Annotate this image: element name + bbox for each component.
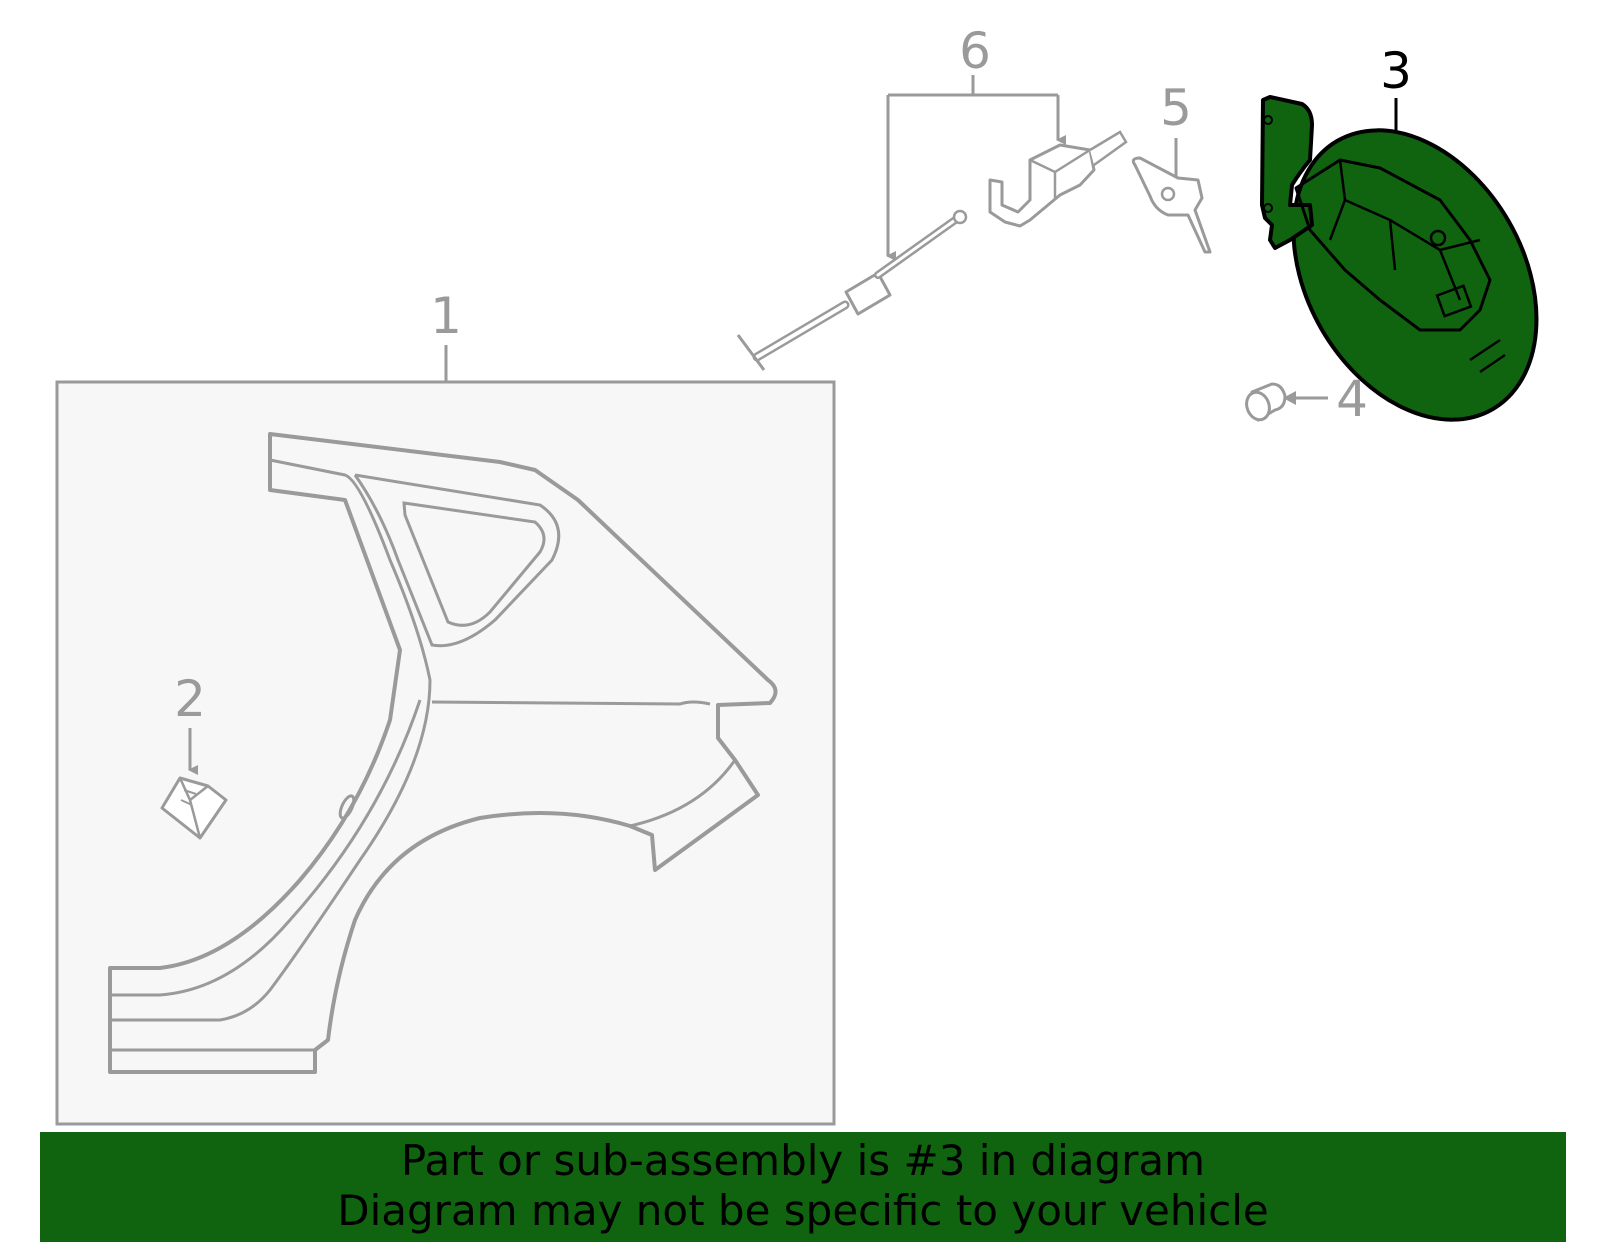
callout-1: 1	[430, 287, 462, 345]
part-4-bumper[interactable]	[1243, 382, 1328, 423]
part-6-release-cable[interactable]	[736, 75, 1128, 371]
callout-3: 3	[1380, 42, 1412, 100]
callout-5: 5	[1160, 79, 1192, 137]
part-3-fuel-door[interactable]	[1244, 87, 1586, 463]
callout-6: 6	[959, 22, 991, 80]
callout-2: 2	[174, 670, 206, 728]
info-banner: Part or sub-assembly is #3 in diagram Di…	[40, 1132, 1566, 1242]
banner-line-part: Part or sub-assembly is #3 in diagram	[400, 1136, 1206, 1185]
part-5-hinge[interactable]	[1131, 138, 1212, 254]
banner-line-disclaimer: Diagram may not be specific to your vehi…	[337, 1186, 1269, 1235]
part-1-quarter-panel[interactable]	[55, 345, 836, 1126]
part-2-clip[interactable]	[160, 728, 228, 840]
callout-4: 4	[1336, 370, 1368, 428]
